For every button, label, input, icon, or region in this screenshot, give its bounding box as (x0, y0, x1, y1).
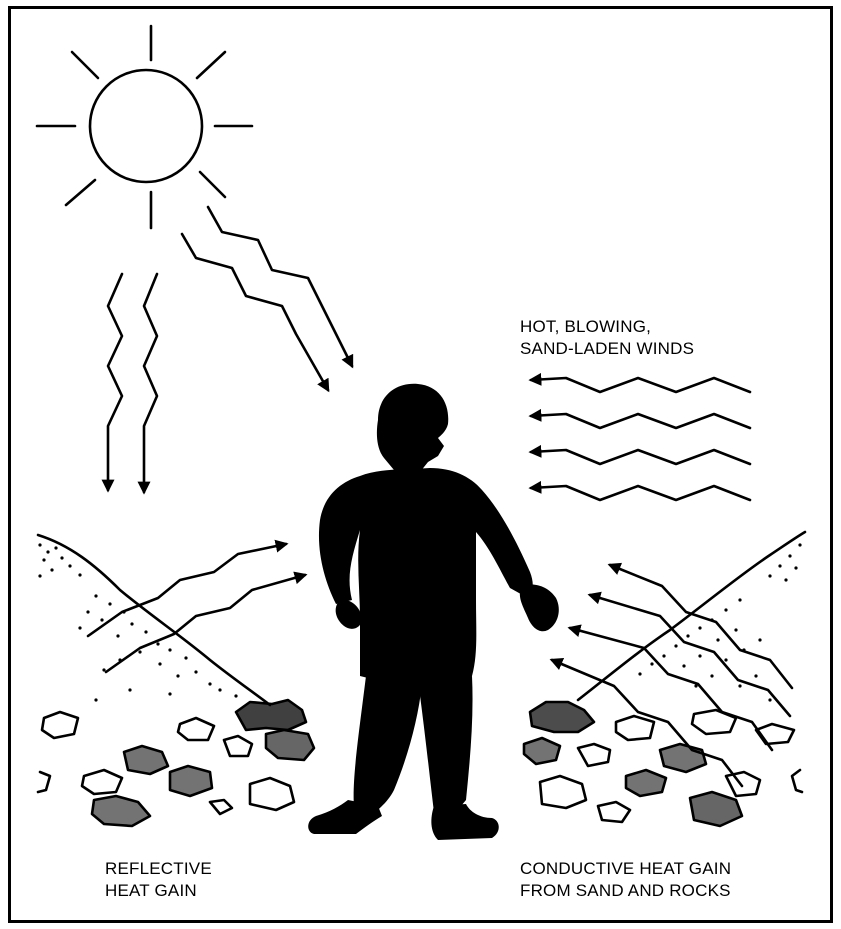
left-dune (38, 535, 270, 705)
winds-label-line-1: HOT, BLOWING, (520, 316, 694, 338)
sun-icon (37, 26, 252, 228)
diagonal-ray-arrows (182, 207, 352, 390)
conductive-heat-label: CONDUCTIVE HEAT GAIN FROM SAND AND ROCKS (520, 858, 731, 902)
conductive-label-line-2: FROM SAND AND ROCKS (520, 880, 731, 902)
reflective-heat-arrows (88, 544, 305, 672)
soldier-silhouette (308, 384, 559, 840)
wind-arrows (531, 378, 750, 500)
rocks-left (38, 700, 314, 826)
sun-ray-arrows (108, 274, 157, 492)
winds-label: HOT, BLOWING, SAND-LADEN WINDS (520, 316, 694, 360)
winds-label-line-2: SAND-LADEN WINDS (520, 338, 694, 360)
conductive-label-line-1: CONDUCTIVE HEAT GAIN (520, 858, 731, 880)
reflective-label-line-1: REFLECTIVE (105, 858, 212, 880)
right-dune (578, 532, 805, 702)
reflective-label-line-2: HEAT GAIN (105, 880, 212, 902)
reflective-heat-label: REFLECTIVE HEAT GAIN (105, 858, 212, 902)
